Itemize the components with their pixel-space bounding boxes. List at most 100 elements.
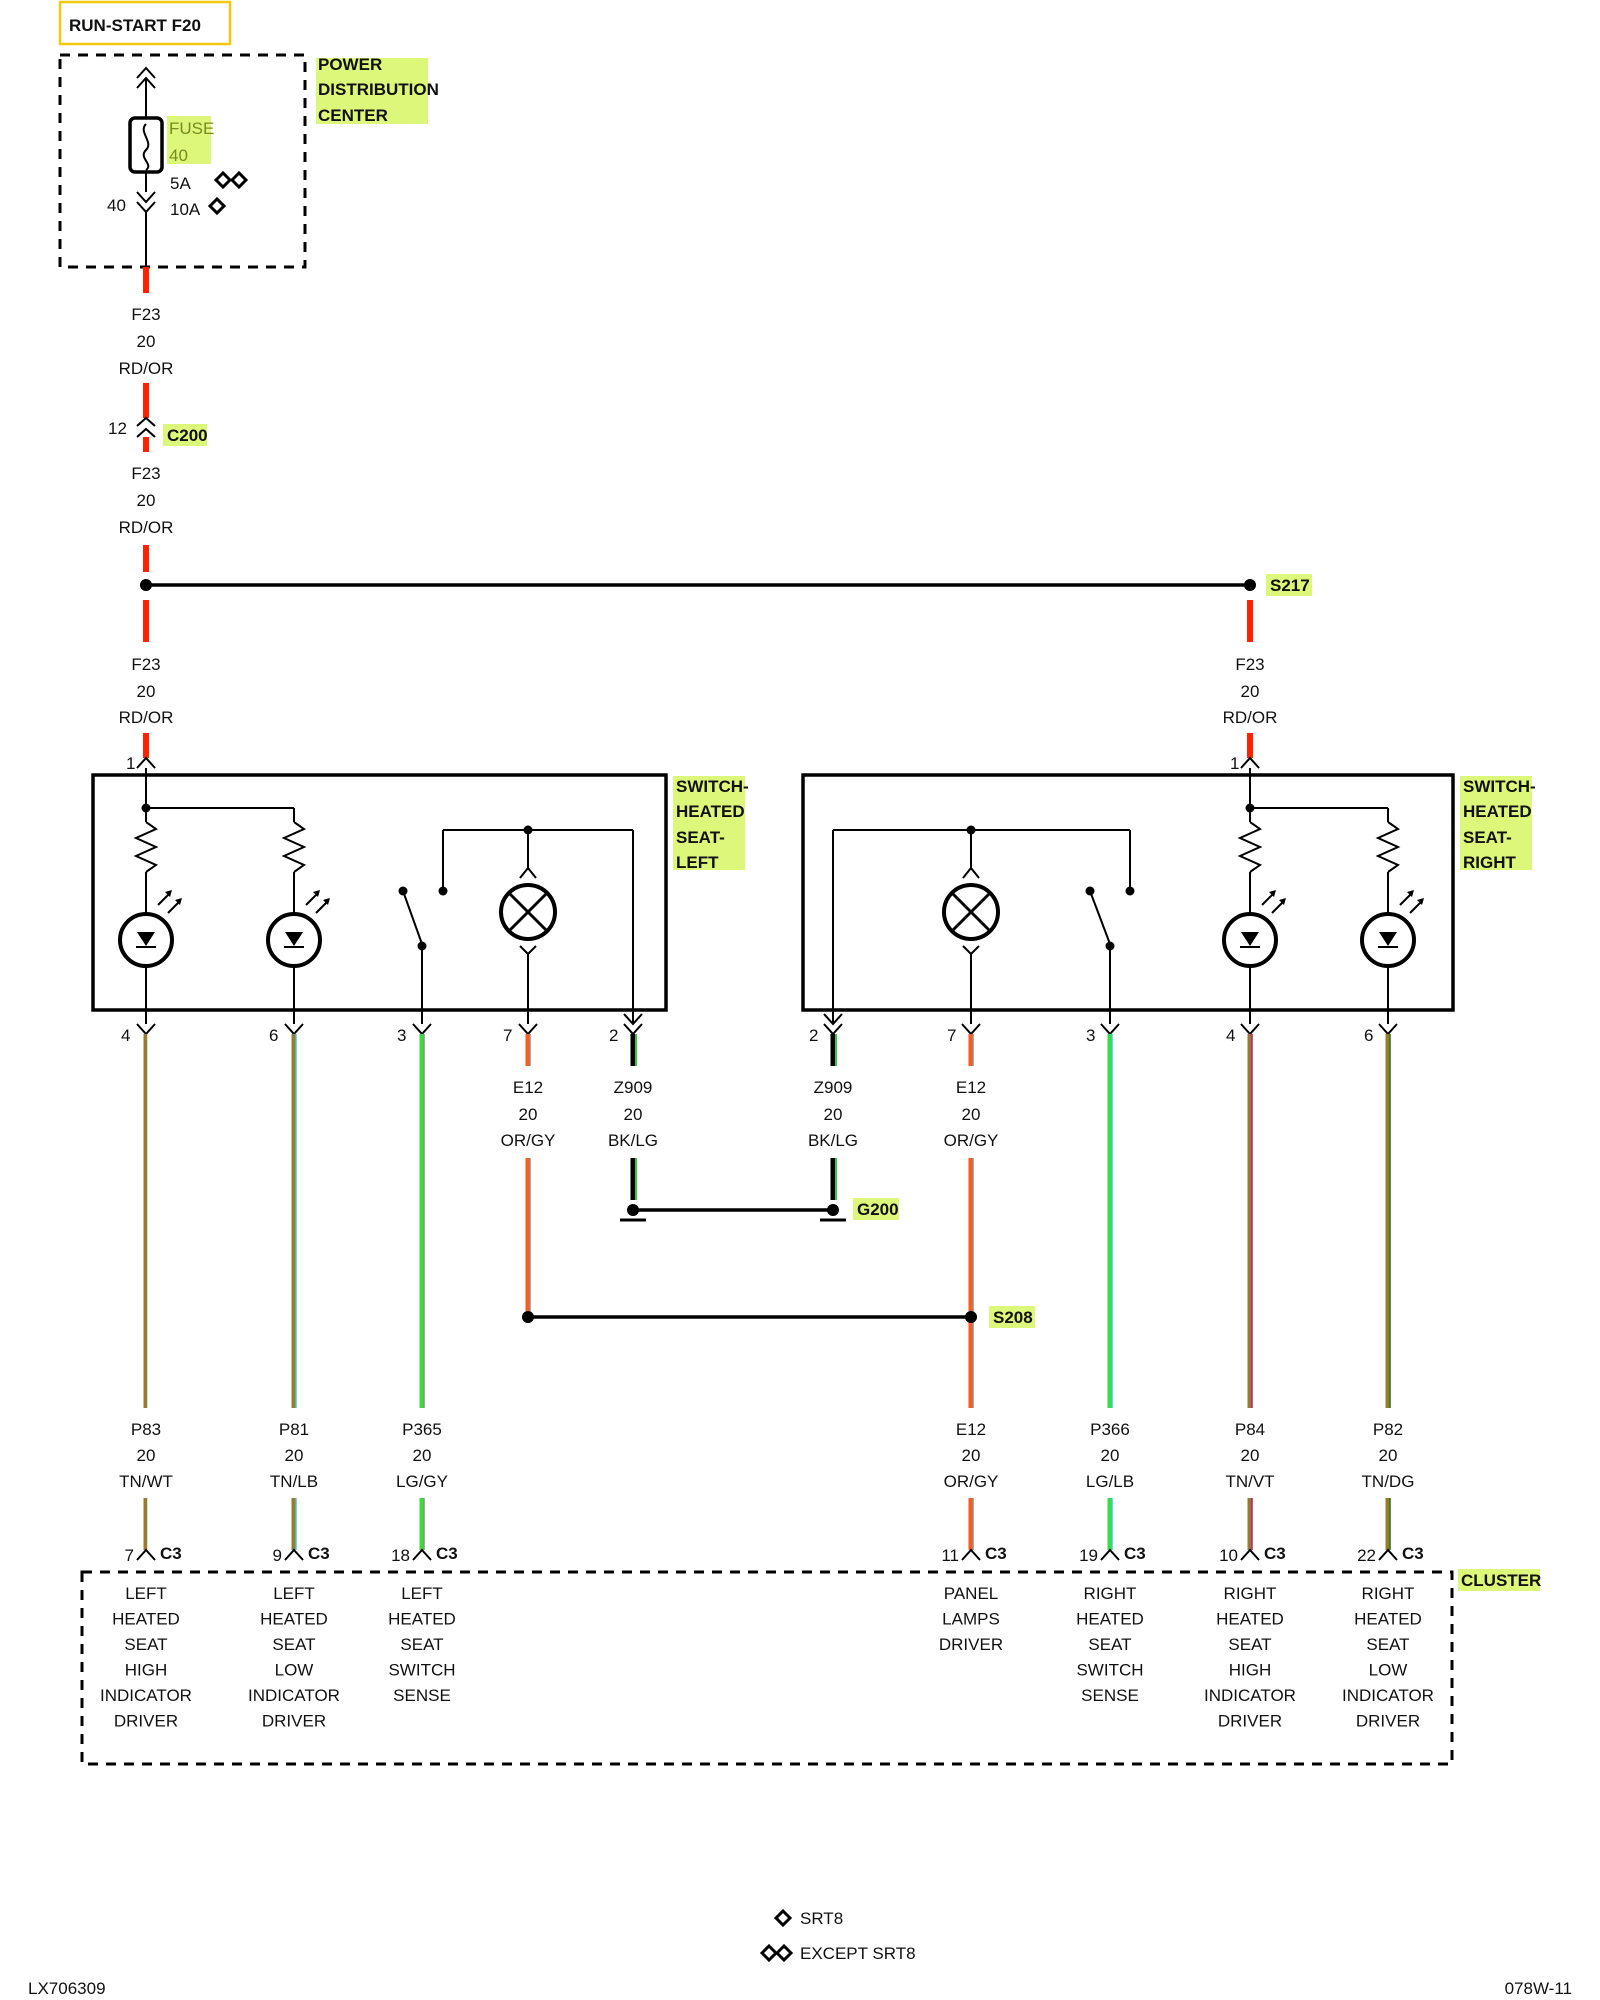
- f23-left-circuit: F23: [131, 655, 160, 674]
- lower-wire-3-connector: C3: [436, 1544, 458, 1563]
- switch-right-internals: [823, 768, 1424, 1026]
- lower-wire-5-function-line-1: RIGHT: [1084, 1584, 1137, 1603]
- right-pin-1: 2: [809, 1026, 818, 1045]
- lower-wire-6-circuit: P84: [1235, 1420, 1265, 1439]
- lower-wire-1-function-line-5: INDICATOR: [100, 1686, 192, 1705]
- f23-left-gauge: 20: [137, 682, 156, 701]
- legend-except-srt8: EXCEPT SRT8: [800, 1944, 916, 1963]
- switch-contact-icon: [402, 890, 423, 945]
- lower-wire-1-connector: C3: [160, 1544, 182, 1563]
- legend-srt8: SRT8: [800, 1909, 843, 1928]
- lower-wire-7-gauge: 20: [1379, 1446, 1398, 1465]
- lower-wire-2-function-line-6: DRIVER: [262, 1712, 326, 1731]
- lower-wire-7-connector: C3: [1402, 1544, 1424, 1563]
- connector-c200-icon: [136, 416, 156, 438]
- g200-highlight: [853, 1198, 899, 1220]
- f23-right-circuit: F23: [1235, 655, 1264, 674]
- lower-wire-5-function-line-3: SEAT: [1088, 1635, 1131, 1654]
- lower-wire-1-function-line-1: LEFT: [125, 1584, 167, 1603]
- lower-wire-1-function-line-2: HEATED: [112, 1610, 180, 1629]
- z909-left-color: BK/LG: [608, 1131, 658, 1150]
- lower-wire-1-gauge: 20: [137, 1446, 156, 1465]
- lower-wire-5-gauge: 20: [1101, 1446, 1120, 1465]
- lower-wire-2-circuit: P81: [279, 1420, 309, 1439]
- f23-right-color: RD/OR: [1223, 708, 1278, 727]
- right-pin-3: 3: [1086, 1026, 1095, 1045]
- lower-wire-4-function-line-2: LAMPS: [942, 1610, 1000, 1629]
- left-pin-3: 3: [397, 1026, 406, 1045]
- lower-wire-2-function-line-1: LEFT: [273, 1584, 315, 1603]
- lower-wire-4-gauge: 20: [962, 1446, 981, 1465]
- lower-wire-7-pin: 22: [1357, 1546, 1376, 1565]
- e12-right-gauge: 20: [962, 1105, 981, 1124]
- lower-wire-1-circuit: P83: [131, 1420, 161, 1439]
- z909-left-gauge: 20: [624, 1105, 643, 1124]
- right-input-pin: 1: [1230, 754, 1239, 773]
- led-indicator-icon: [266, 890, 330, 968]
- pdc-label-line-1: POWER: [318, 55, 382, 74]
- resistor-icon: [1375, 821, 1401, 873]
- switch-left-label-1: SWITCH-: [676, 777, 749, 796]
- z909-right-circuit: Z909: [814, 1078, 853, 1097]
- lower-wire-7-function-line-3: SEAT: [1366, 1635, 1409, 1654]
- switch-right-label-4: RIGHT: [1463, 853, 1517, 872]
- lower-wire-3-function-line-2: HEATED: [388, 1610, 456, 1629]
- lower-wire-4-connector: C3: [985, 1544, 1007, 1563]
- lower-wire-2-function-line-4: LOW: [275, 1661, 314, 1680]
- lower-wire-4-color: OR/GY: [944, 1472, 999, 1491]
- lower-wire-6-function-line-3: SEAT: [1228, 1635, 1271, 1654]
- switch-right-box: [801, 773, 1455, 1012]
- switch-left-box: [91, 773, 668, 1012]
- switch-right-label-1: SWITCH-: [1463, 777, 1536, 796]
- splice-s208: [522, 1311, 977, 1323]
- lower-wire-5-circuit: P366: [1090, 1420, 1130, 1439]
- e12-left-color: OR/GY: [501, 1131, 556, 1150]
- left-pin-5: 2: [609, 1026, 618, 1045]
- ground-g200-icon: [620, 1204, 846, 1222]
- lower-wire-7-function-line-2: HEATED: [1354, 1610, 1422, 1629]
- switch-left-label-highlight: [673, 776, 745, 870]
- fuse-label-line-2: 40: [169, 146, 188, 165]
- lower-wire-5-function-line-2: HEATED: [1076, 1610, 1144, 1629]
- g200-label: G200: [857, 1200, 899, 1219]
- z909-right-color: BK/LG: [808, 1131, 858, 1150]
- lower-wire-2-function-line-5: INDICATOR: [248, 1686, 340, 1705]
- lower-wire-7-function-line-6: DRIVER: [1356, 1712, 1420, 1731]
- pdc-label-line-3: CENTER: [318, 106, 388, 125]
- right-pin-connectors: [823, 1023, 1398, 1036]
- lower-wire-6-connector: C3: [1264, 1544, 1286, 1563]
- title-box: [58, 0, 232, 46]
- fuse-label-highlight: [167, 116, 211, 164]
- z909-right-gauge: 20: [824, 1105, 843, 1124]
- lower-wire-6-connector-icon: [1240, 1548, 1260, 1561]
- right-pin-5: 6: [1364, 1026, 1373, 1045]
- switch-left-label-2: HEATED: [676, 802, 745, 821]
- f23-circuit-1: F23: [131, 305, 160, 324]
- pdc-label-line-2: DISTRIBUTION: [318, 80, 439, 99]
- diamond-icon: [773, 1908, 793, 1928]
- f23-color-2: RD/OR: [119, 518, 174, 537]
- lower-wire-1-function-line-3: SEAT: [124, 1635, 167, 1654]
- switch-contact-icon: [1089, 890, 1111, 945]
- fuse-label-line-1: FUSE: [169, 119, 214, 138]
- led-indicator-icon: [1222, 890, 1286, 968]
- s217-label: S217: [1270, 576, 1310, 595]
- lower-wire-3-connector-icon: [412, 1548, 432, 1561]
- pdc-label-highlight: [316, 58, 428, 124]
- cluster-box: [80, 1570, 1454, 1766]
- lower-wire-7-function-line-5: INDICATOR: [1342, 1686, 1434, 1705]
- lower-wire-3-pin: 18: [391, 1546, 410, 1565]
- lower-wire-7-function-line-4: LOW: [1369, 1661, 1408, 1680]
- lower-wire-2-connector: C3: [308, 1544, 330, 1563]
- lower-wire-5-function-line-5: SENSE: [1081, 1686, 1139, 1705]
- pdc-box: [58, 53, 307, 269]
- lower-wire-2-gauge: 20: [285, 1446, 304, 1465]
- e12-right-color: OR/GY: [944, 1131, 999, 1150]
- led-indicator-icon: [1360, 890, 1424, 968]
- lower-wire-7-color: TN/DG: [1362, 1472, 1415, 1491]
- lower-wire-4-function-line-1: PANEL: [944, 1584, 999, 1603]
- left-pin-2: 6: [269, 1026, 278, 1045]
- fuse-rating-5a: 5A: [170, 174, 191, 193]
- left-input-pin: 1: [126, 754, 135, 773]
